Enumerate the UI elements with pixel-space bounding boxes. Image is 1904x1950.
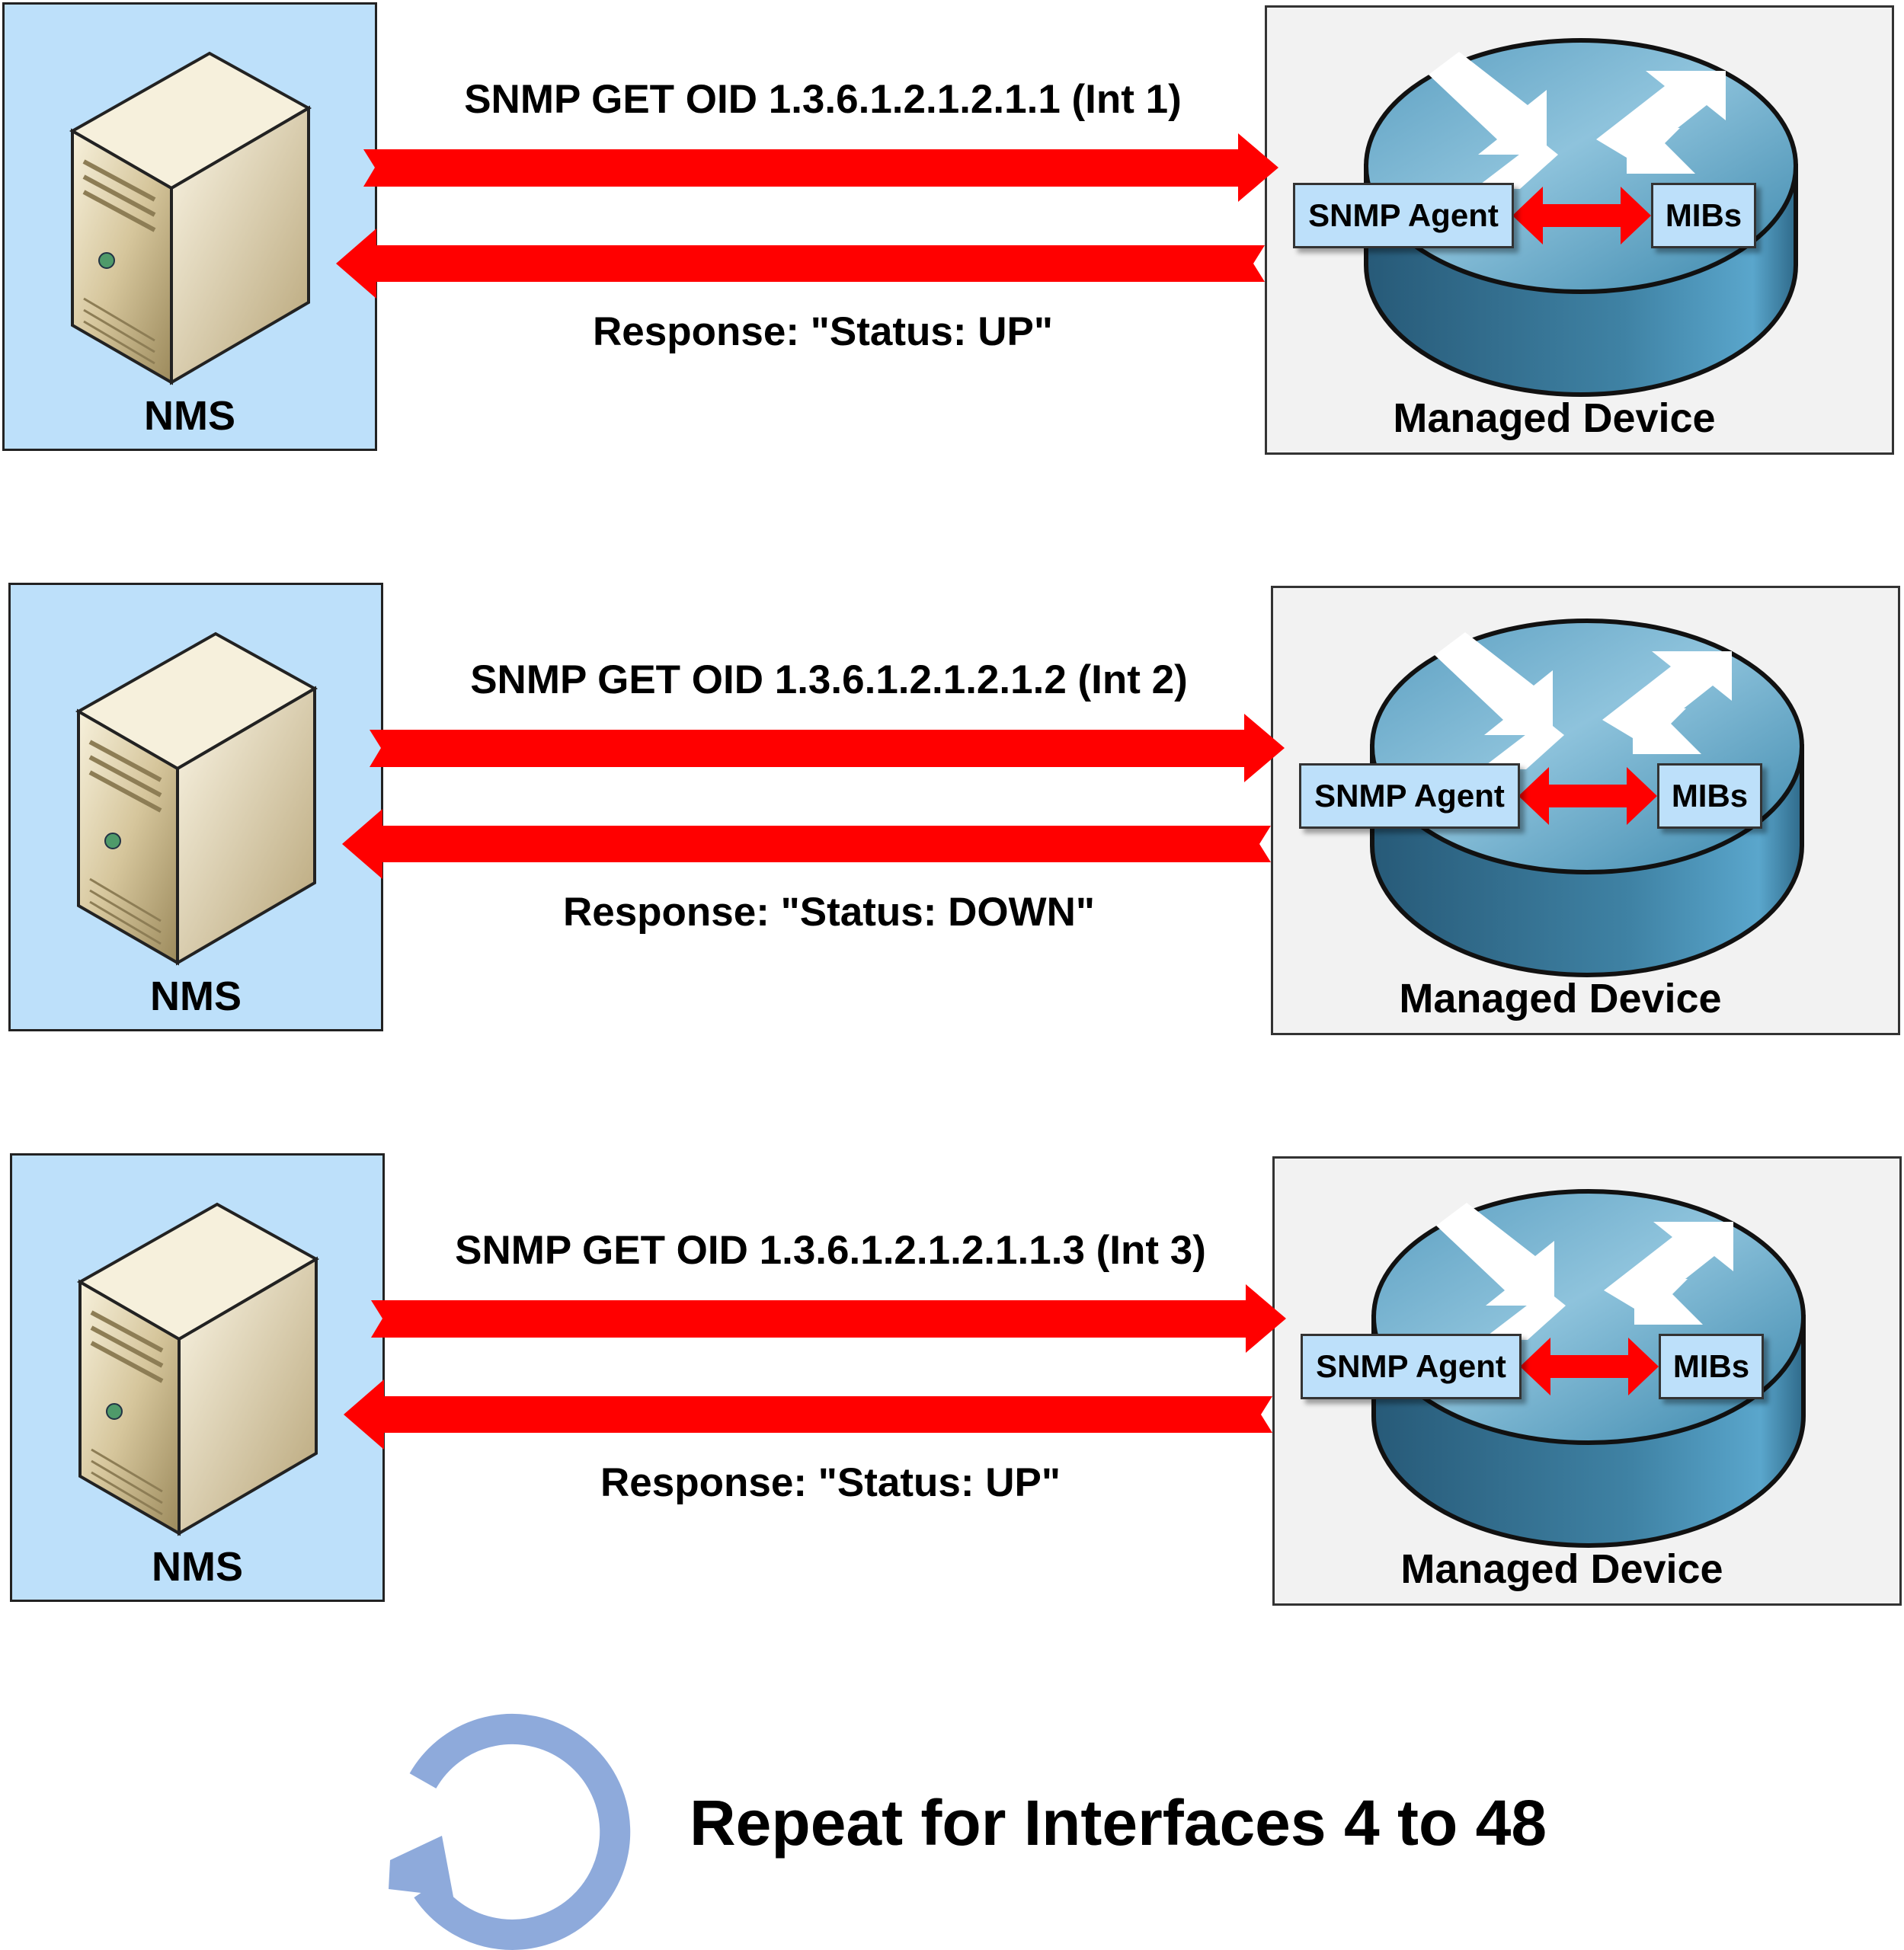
response-label: Response: "Status: DOWN" — [562, 890, 1096, 935]
request-label: SNMP GET OID 1.3.6.1.2.1.2.1.1.3 (Int 3) — [455, 1228, 1206, 1273]
mibs-box: MIBs — [1659, 1334, 1764, 1399]
response-label: Response: "Status: UP" — [593, 309, 1053, 354]
nms-label: NMS — [150, 973, 242, 1019]
request-arrow — [370, 714, 1285, 782]
response-arrow — [336, 229, 1265, 299]
mibs-box: MIBs — [1651, 183, 1756, 248]
arrows — [336, 133, 1651, 299]
agent-mib-double-arrow — [1512, 187, 1651, 245]
snmp-agent-box: SNMP Agent — [1293, 183, 1514, 248]
managed-device-label: Managed Device — [1400, 1546, 1723, 1592]
arrows — [342, 714, 1657, 879]
arrows — [344, 1284, 1659, 1450]
managed-device-label: Managed Device — [1399, 976, 1722, 1021]
exchange-row-3: NMS SNMP GET OID 1.3.6.1.2.1.2.1.1.3 (In… — [8, 1151, 1904, 1608]
managed-device-label: Managed Device — [1393, 395, 1716, 441]
request-label: SNMP GET OID 1.3.6.1.2.1.2.1.1 (Int 1) — [464, 77, 1182, 122]
nms-label: NMS — [152, 1544, 243, 1590]
response-arrow — [342, 809, 1271, 879]
snmp-agent-box: SNMP Agent — [1299, 763, 1520, 829]
exchange-row-2: NMS SNMP GET OID 1.3.6.1.2.1.2.1.2 (Int … — [6, 580, 1904, 1037]
request-arrow — [363, 133, 1278, 202]
agent-mib-double-arrow — [1520, 1338, 1659, 1395]
request-label: SNMP GET OID 1.3.6.1.2.1.2.1.2 (Int 2) — [470, 657, 1188, 702]
request-arrow — [371, 1284, 1286, 1353]
nms-label: NMS — [144, 393, 235, 439]
snmp-agent-box: SNMP Agent — [1301, 1334, 1522, 1399]
repeat-cycle-icon — [389, 1713, 631, 1950]
exchange-row-1: NMS SNMP GET OID 1.3.6.1.2.1.2.1.1 (Int … — [0, 0, 1904, 457]
response-label: Response: "Status: UP" — [600, 1460, 1061, 1505]
repeat-note: Repeat for Interfaces 4 to 48 — [690, 1787, 1547, 1859]
response-arrow — [344, 1379, 1272, 1450]
mibs-box: MIBs — [1657, 763, 1762, 829]
agent-mib-double-arrow — [1518, 767, 1657, 825]
